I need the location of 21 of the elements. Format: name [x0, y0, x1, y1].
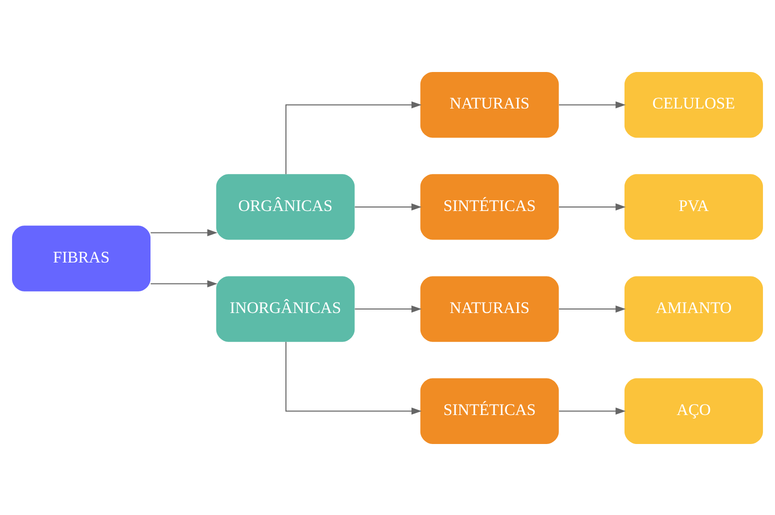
- node-box: AMIANTO: [624, 276, 763, 342]
- arrow: [558, 100, 626, 108]
- node-box: NATURAIS: [420, 276, 559, 342]
- arrow: [354, 305, 422, 312]
- node-box: CELULOSE: [624, 72, 763, 138]
- node-box: NATURAIS: [420, 72, 559, 138]
- arrow: [558, 305, 626, 312]
- node-box: SINTÉTICAS: [420, 174, 559, 240]
- node-box: FIBRAS: [12, 225, 150, 291]
- arrow: [285, 100, 422, 174]
- node-box: SINTÉTICAS: [420, 378, 559, 444]
- arrow: [150, 228, 218, 236]
- node-box: ORGÂNICAS: [216, 174, 355, 240]
- node-box: AÇO: [624, 378, 763, 444]
- arrow: [558, 407, 626, 414]
- node-box: PVA: [624, 174, 763, 240]
- arrow: [150, 280, 218, 287]
- arrow: [354, 202, 422, 210]
- arrow: [285, 341, 422, 414]
- arrow: [558, 202, 626, 210]
- node-box: INORGÂNICAS: [216, 276, 355, 342]
